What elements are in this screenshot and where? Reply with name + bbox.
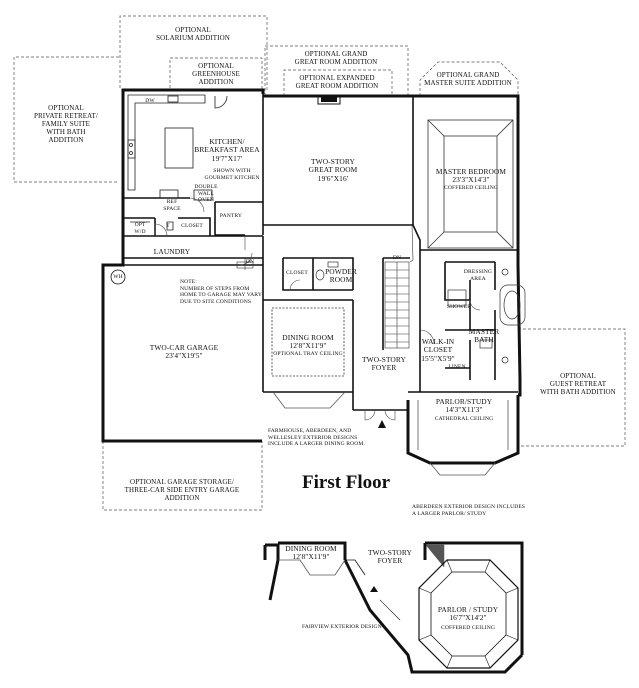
interior-walls (103, 90, 518, 411)
laundry-label: LAUNDRY (153, 247, 191, 256)
entry-arrow (378, 420, 386, 428)
grand-great-room-outline (264, 45, 409, 96)
pantry-label: PANTRY (219, 213, 243, 219)
garage-storage-outline (102, 441, 263, 511)
bath-fixtures (315, 261, 526, 364)
kitchen-closet-label: CLOSET (181, 223, 203, 229)
greenhouse-outline (169, 57, 263, 90)
garage-steps (236, 258, 254, 270)
powder-closet-label: CLOSET (286, 270, 308, 276)
garage-storage-label: OPTIONAL GARAGE STORAGE/THREE-CAR SIDE E… (124, 478, 240, 502)
solarium-outline (119, 15, 268, 90)
shower-label: SHOWER (446, 304, 472, 310)
dishwasher-label: DW (145, 98, 155, 104)
grand-master-outline (419, 61, 519, 96)
optional-addition-outlines (13, 15, 626, 511)
parlor-note: CATHEDRAL CEILING (434, 416, 494, 422)
private-retreat-outline (13, 56, 119, 183)
staircase (384, 224, 414, 349)
front-bays (272, 391, 509, 476)
coffered-ceilings (271, 119, 514, 377)
down-label-stair: DN (392, 255, 402, 261)
kitchen-fixtures (127, 94, 228, 231)
linen-label: LINEN (448, 364, 466, 370)
tub-label: T (166, 223, 170, 229)
expanded-great-room-outline (283, 69, 393, 96)
water-heater-label: WH (113, 274, 123, 280)
down-label-garage: DN (245, 259, 255, 265)
fairview-note: FAIRVIEW EXTERIOR DESIGN (302, 624, 382, 630)
floor-title: First Floor (302, 472, 391, 493)
inset-parlor-note: COFFERED CEILING (441, 625, 495, 631)
water-heater-symbol (110, 269, 126, 285)
door-swings (154, 197, 481, 421)
dining-room-note: OPTIONAL TRAY CEILING (273, 351, 343, 357)
fairview-inset (263, 541, 524, 674)
guest-retreat-outline (518, 328, 626, 447)
fireplace (317, 96, 341, 105)
master-bedroom-note: COFFERED CEILING (444, 185, 498, 191)
